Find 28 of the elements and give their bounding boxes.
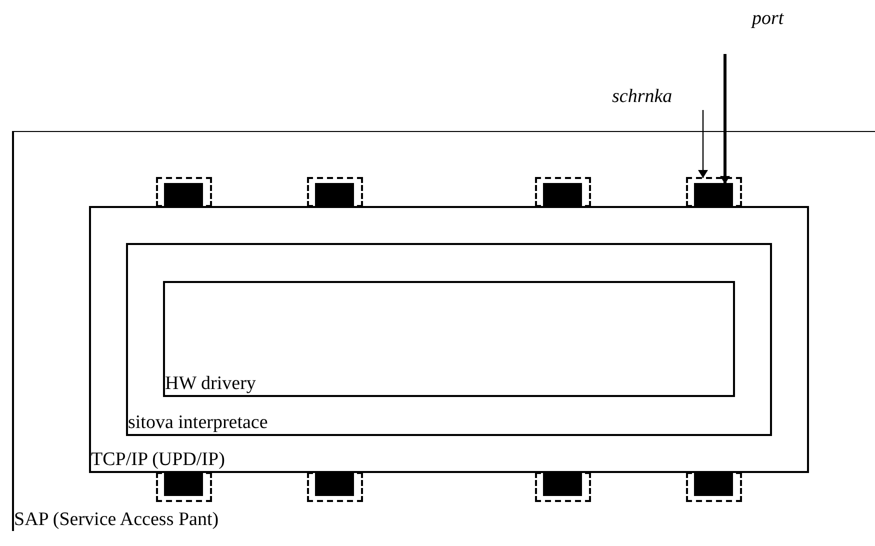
leader-arrow: [698, 110, 708, 178]
layer-label: sitova interpretace: [128, 412, 268, 434]
port-block: [315, 472, 354, 496]
socket-slot: [535, 177, 591, 207]
port-block: [694, 183, 733, 207]
socket-slot: [686, 472, 742, 502]
layer-label: HW drivery: [165, 373, 256, 395]
port-block: [543, 183, 582, 207]
port-block: [164, 472, 203, 496]
port-block: [543, 472, 582, 496]
layer-label: TCP/IP (UPD/IP): [91, 449, 225, 471]
socket-slot: [156, 472, 212, 502]
callout-text: schrnka: [612, 86, 702, 110]
layer-box: [163, 281, 735, 397]
socket-slot: [307, 472, 363, 502]
port-block: [694, 472, 733, 496]
socket-slot: [686, 177, 742, 207]
layer-label: SAP (Service Access Pant): [14, 509, 219, 531]
layer-box: [126, 243, 772, 436]
socket-slot: [156, 177, 212, 207]
port-block: [164, 183, 203, 207]
port-block: [315, 183, 354, 207]
socket-slot: [307, 177, 363, 207]
socket-slot: [535, 472, 591, 502]
leader-arrow: [720, 54, 730, 184]
callout-text: port: [752, 8, 808, 34]
access-frame: [12, 131, 875, 531]
layer-box: [89, 206, 809, 473]
